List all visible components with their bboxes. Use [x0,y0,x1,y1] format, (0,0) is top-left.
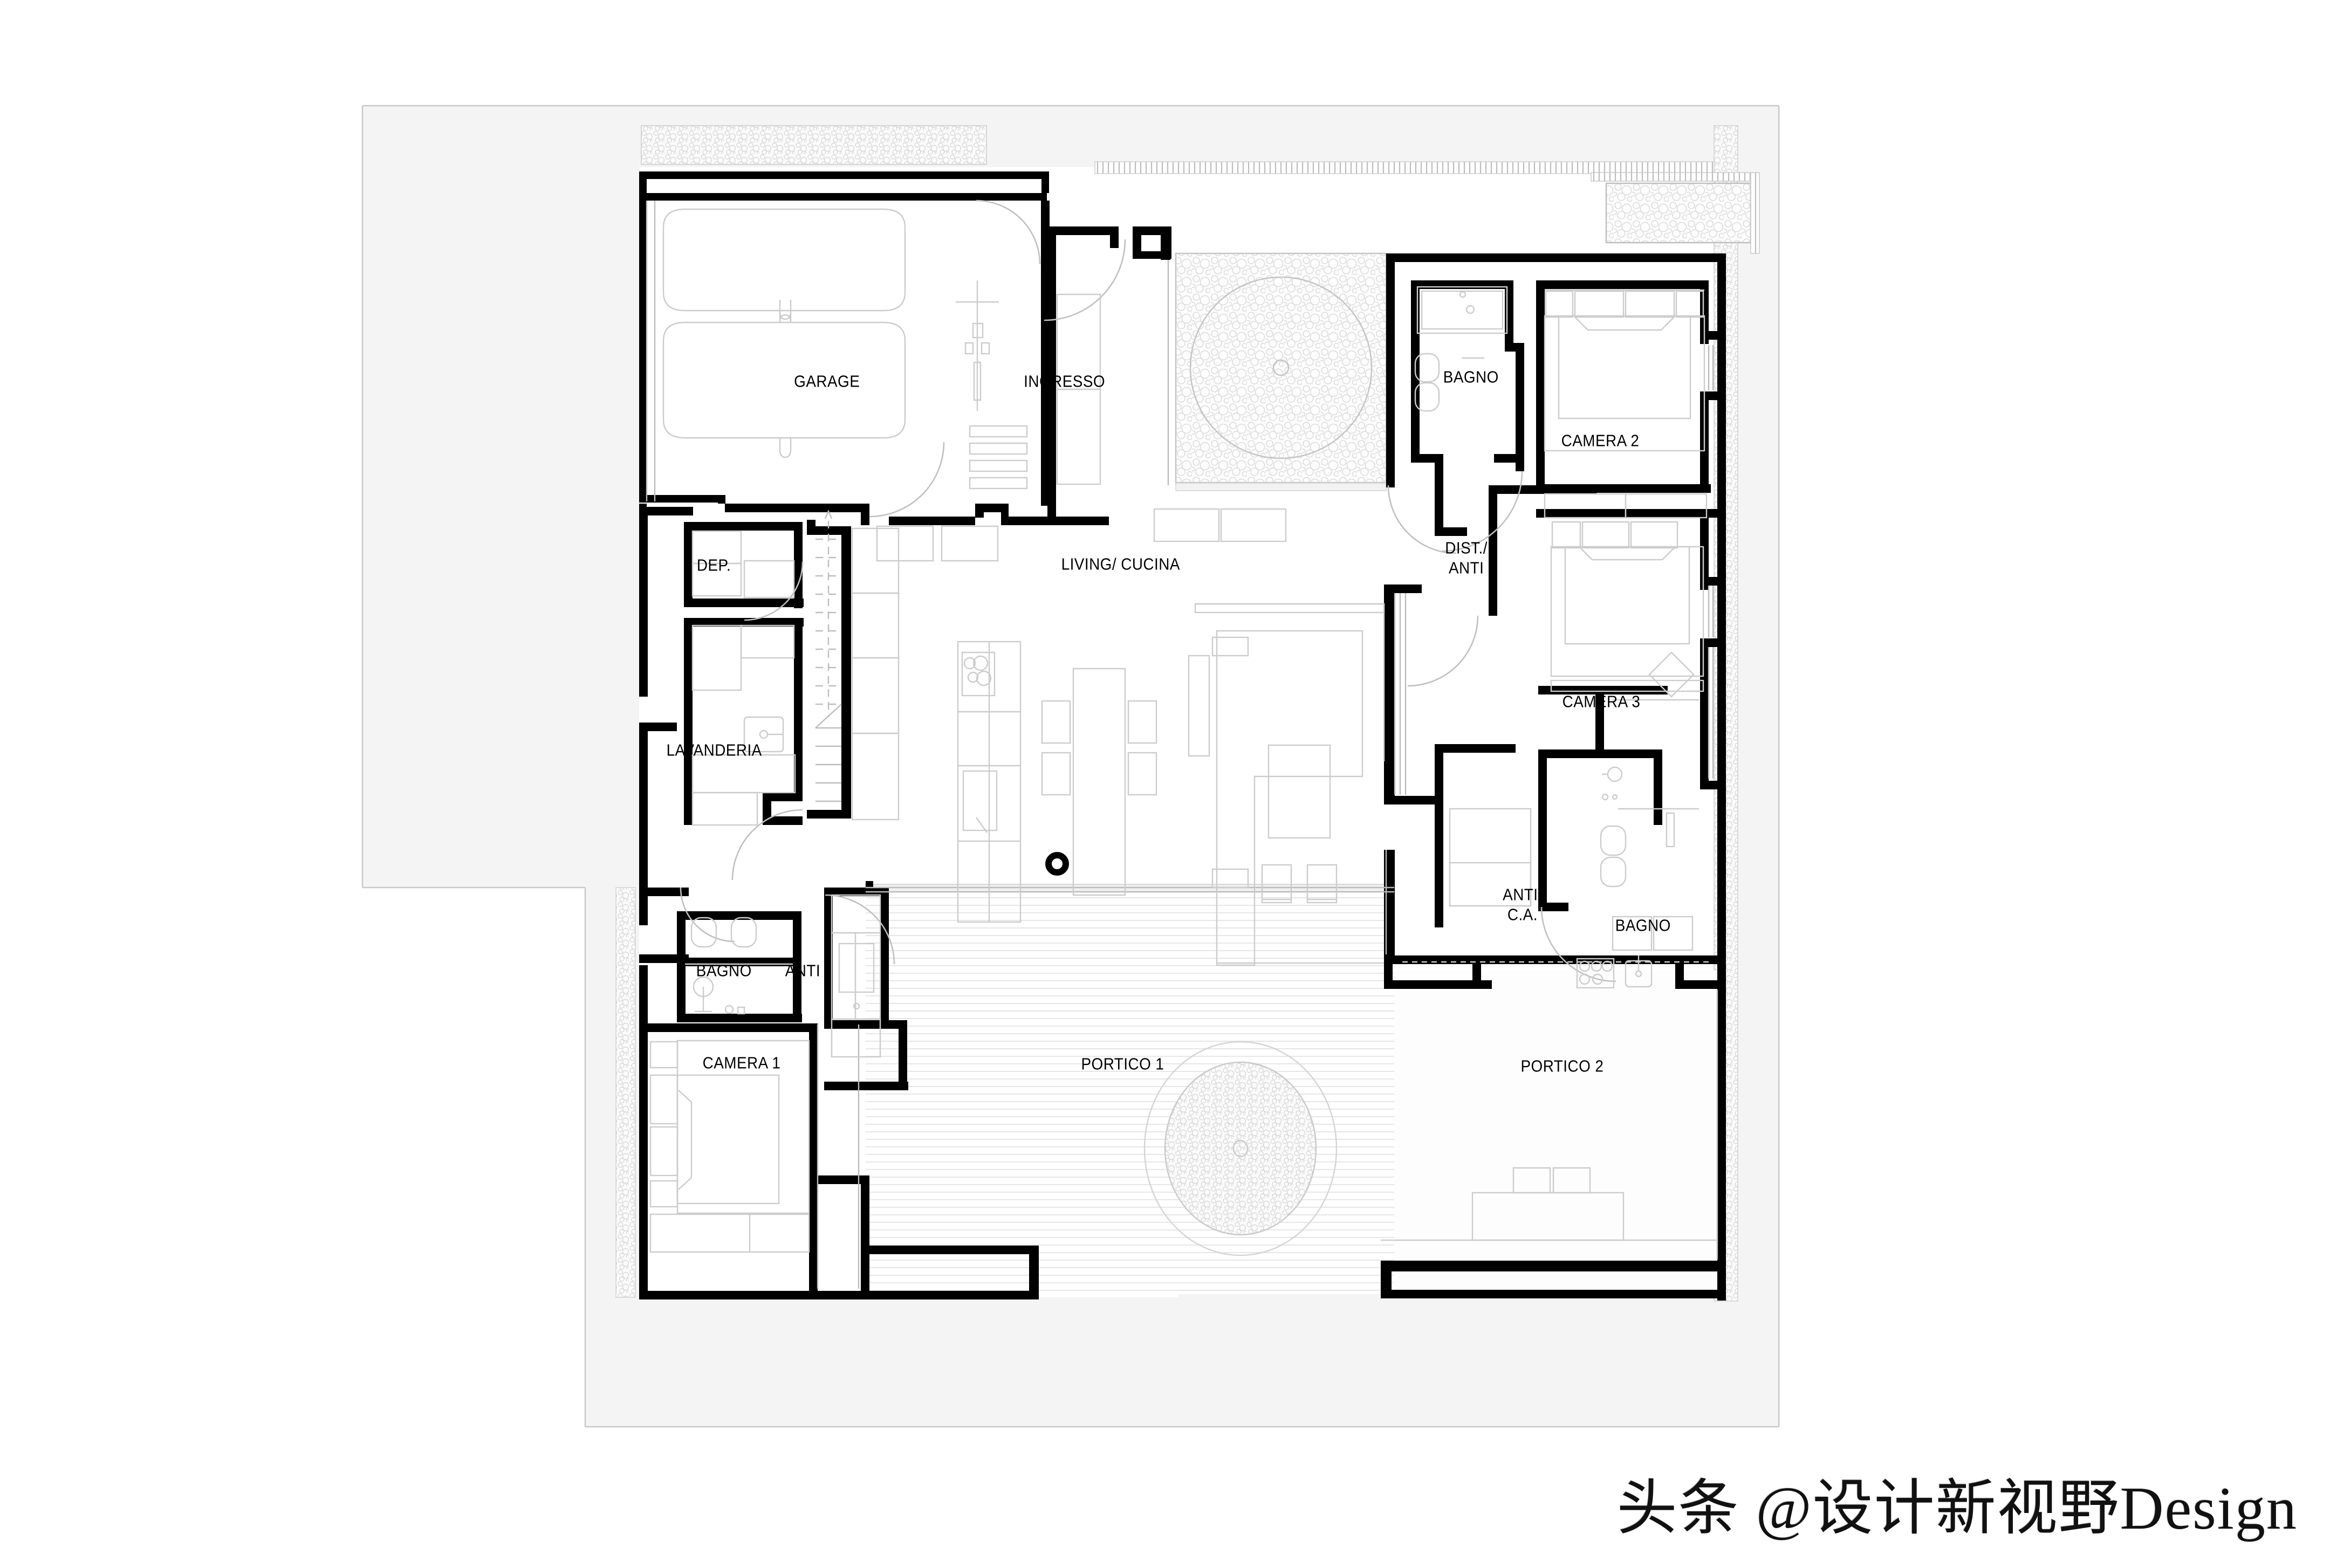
side-table-diamond [1648,651,1695,698]
floor-drain-symbol [1045,852,1069,876]
armchair-2 [1306,864,1338,904]
room-label-camera-1: CAMERA 1 [702,1053,781,1072]
car-outline-2 [662,311,906,458]
room-label-anti-ca: ANTI/ C.A. [1503,885,1543,924]
dining-chairs [1041,700,1157,796]
door-swings [680,200,1616,982]
dining-table [1072,668,1126,896]
room-label-camera-3: CAMERA 3 [1562,692,1641,711]
camera-2-bed [1544,290,1705,452]
room-label-dist-anti: DIST./ ANTI [1445,538,1488,577]
coffee-table [1267,744,1331,839]
armchair-1 [1261,864,1292,904]
shelving-rack [969,425,1028,490]
room-label-bagno-2: BAGNO [1443,367,1499,387]
furniture [649,208,1717,1253]
room-label-bagno-3: BAGNO [1615,916,1671,935]
portico-2-floor [1394,971,1726,1294]
watermark-text: 头条 @设计新视野Design [1616,1475,2298,1542]
staircase [815,509,842,802]
room-label-bagno-1: BAGNO [696,961,752,980]
room-label-ingresso: INGRESSO [1024,372,1106,391]
site-boundary-lines [361,105,1780,1428]
camera-3-bed [1550,521,1704,677]
portico-2-outdoor-kitchen [1402,955,1710,989]
openings-and-glazing [646,201,1718,1289]
room-label-lavanderia: LAVANDERIA [666,740,762,760]
laundry-sink [743,716,784,753]
bagno-1-fixtures [685,917,793,1015]
bicycle-symbol [956,280,999,411]
portico-1-decking [865,884,1395,1291]
room-label-living: LIVING/ CUCINA [1061,554,1180,574]
room-label-portico-1: PORTICO 1 [1081,1054,1164,1074]
room-label-garage: GARAGE [794,372,860,391]
bagno-3-fixtures [1600,699,1699,951]
room-label-anti-1: ANTI [785,961,821,980]
anti-1-wardrobe [831,894,881,1058]
camera-1-bed [649,1040,810,1253]
kitchen-island-with-hob [957,641,1022,923]
bagno-2-fixtures [1414,286,1508,412]
walls [639,171,1726,1301]
courtyard-paving [1175,252,1387,491]
room-label-portico-2: PORTICO 2 [1520,1056,1604,1076]
room-label-camera-2: CAMERA 2 [1561,431,1640,450]
room-label-dep: DEP. [696,555,731,575]
